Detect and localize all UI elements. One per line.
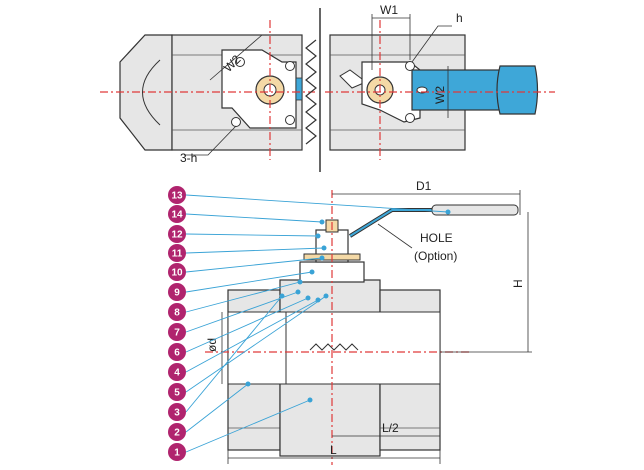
callout-circle-9 [168, 283, 186, 301]
callout-leader-2 [185, 383, 249, 433]
callout-leader-4 [185, 299, 319, 373]
handle-grip [496, 65, 539, 115]
thread-zigzag [309, 343, 359, 351]
callout-leader-10 [185, 257, 323, 273]
d1-label: D1 [416, 179, 432, 193]
callout-number-3: 3 [174, 408, 180, 419]
hole-option-label: HOLE [420, 231, 453, 245]
callout-leader-9 [185, 271, 313, 293]
callout-target-dot-7 [295, 289, 301, 295]
callout-target-dot-13 [445, 209, 451, 215]
break-zigzag [305, 39, 317, 145]
callout-target-dot-2 [245, 381, 251, 387]
callout-circle-10 [168, 263, 186, 281]
callout-circle-3 [168, 403, 186, 421]
mounting-hole-circle [285, 115, 295, 125]
callout-target-dot-14 [319, 219, 325, 225]
w1-label: W1 [380, 3, 398, 17]
hole-leader-line [377, 223, 413, 249]
callout-leader-13 [185, 194, 449, 213]
hole-count-label: 3-h [180, 151, 197, 165]
callout-target-dot-5 [323, 293, 329, 299]
callout-number-2: 2 [174, 428, 180, 439]
callout-target-dot-6 [305, 295, 311, 301]
l-label: L [330, 443, 337, 457]
callout-number-14: 14 [171, 210, 183, 221]
callout-leader-1 [185, 399, 311, 453]
callout-number-11: 11 [172, 249, 183, 260]
hole-option-sublabel: (Option) [414, 249, 457, 263]
mounting-hole-circle [235, 57, 245, 67]
callout-circle-7 [168, 323, 186, 341]
l-half-label: L/2 [382, 421, 399, 435]
top-view-left: W2 3-h [100, 20, 315, 165]
callout-target-dot-10 [319, 255, 325, 261]
w2-label-right: W2 [433, 86, 447, 104]
callout-target-dot-4 [315, 297, 321, 303]
callout-circle-14 [168, 205, 186, 223]
callout-markers: 13 14 12 11 10 9 8 7 6 4 5 3 2 1 [168, 186, 186, 461]
callout-leader-6 [185, 297, 309, 353]
callout-leaders [185, 194, 451, 453]
top-view-right: W1 h W2 [325, 3, 555, 160]
w2-diagonal-dim [209, 34, 263, 81]
callout-number-10: 10 [171, 268, 183, 279]
callout-number-13: 13 [171, 191, 183, 202]
callout-number-12: 12 [171, 230, 183, 241]
mounting-hole-circle [231, 117, 241, 127]
callout-number-6: 6 [174, 348, 180, 359]
od-label: ød [205, 338, 219, 352]
callout-circle-12 [168, 225, 186, 243]
callout-number-9: 9 [174, 288, 180, 299]
side-handle-grip [431, 204, 519, 216]
callout-target-dot-9 [309, 269, 315, 275]
callout-circle-8 [168, 303, 186, 321]
callout-circle-6 [168, 343, 186, 361]
callout-target-dot-3 [279, 293, 285, 299]
callout-target-dot-11 [321, 245, 327, 251]
callout-target-dot-8 [297, 279, 303, 285]
callout-circle-4 [168, 363, 186, 381]
callout-leader-14 [185, 213, 323, 223]
callout-circle-13 [168, 186, 186, 204]
callout-number-4: 4 [174, 368, 180, 379]
side-dimensions: D1 HOLE (Option) H ød L/2 L [205, 179, 532, 464]
callout-circle-1 [168, 443, 186, 461]
h-label: h [456, 11, 463, 25]
stop-lever [339, 69, 367, 89]
callout-target-dot-1 [307, 397, 313, 403]
break-line [305, 8, 321, 172]
h-side-label: H [511, 279, 525, 288]
callout-leader-12 [185, 233, 319, 237]
callout-leader-11 [185, 247, 325, 254]
callout-leader-5 [185, 295, 327, 393]
mounting-hole-circle [405, 113, 415, 123]
side-view [205, 190, 519, 465]
callout-leader-8 [185, 281, 301, 313]
callout-number-8: 8 [174, 308, 180, 319]
body-bore [227, 311, 441, 385]
callout-number-5: 5 [174, 388, 180, 399]
callout-target-dot-12 [315, 233, 321, 239]
h-leader [411, 25, 452, 63]
callout-number-1: 1 [174, 448, 180, 459]
handle-stub [295, 77, 303, 101]
hole-leader [184, 125, 237, 156]
callout-circle-11 [168, 244, 186, 262]
hex-end-arc [142, 59, 161, 126]
mounting-hole-circle [405, 61, 415, 71]
callout-leader-3 [185, 295, 283, 413]
callout-circle-2 [168, 423, 186, 441]
mounting-hole-circle [285, 61, 295, 71]
callout-number-7: 7 [174, 328, 180, 339]
callout-circle-5 [168, 383, 186, 401]
